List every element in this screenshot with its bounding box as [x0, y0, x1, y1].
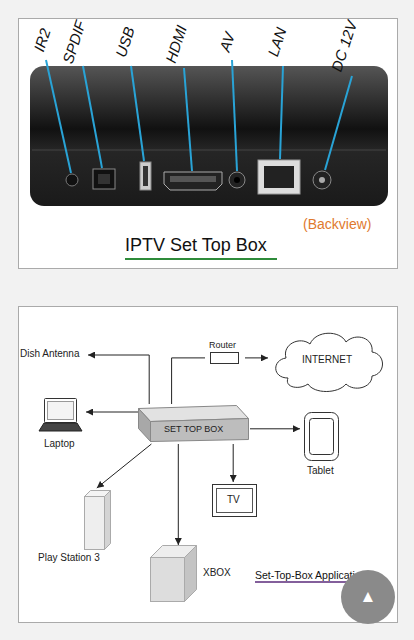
box-body — [30, 66, 388, 206]
av-port-inner — [234, 177, 240, 183]
ps3-front — [85, 497, 105, 550]
stb-side — [139, 409, 151, 442]
device-node: TV — [210, 482, 260, 520]
usb-port-inner — [143, 166, 148, 186]
destination-label-node: Dish Antenna — [20, 348, 88, 362]
device-node: Laptop — [36, 396, 86, 452]
hdmi-port-inner — [170, 176, 216, 182]
connector-arrow — [245, 357, 268, 358]
figure-title: IPTV Set Top Box — [125, 235, 267, 256]
node-text: Router — [209, 340, 236, 350]
lan-port-inner — [264, 166, 294, 188]
stb-front — [151, 419, 249, 442]
node-text: TV — [227, 494, 240, 506]
tablet-screen — [310, 419, 334, 455]
scroll-button — [341, 570, 395, 624]
tv-body — [213, 485, 257, 517]
laptop-base — [39, 423, 82, 431]
usb-port — [140, 162, 151, 190]
tablet-body — [305, 413, 339, 461]
node-text: XBOX — [203, 567, 231, 579]
spdif-port — [93, 169, 115, 189]
leader-line — [184, 68, 192, 171]
node-text: Play Station 3 — [38, 552, 100, 564]
cloud-node: INTERNET — [268, 326, 386, 396]
connector-arrow — [178, 444, 179, 545]
connector-arrow — [250, 428, 300, 429]
connector-arrow — [88, 355, 149, 404]
device-node: XBOX — [150, 545, 232, 603]
node-text: Laptop — [44, 438, 75, 450]
device-node: Tablet — [300, 410, 348, 478]
connector-arrow — [172, 358, 205, 404]
xbox-side — [185, 546, 197, 602]
node-text: INTERNET — [268, 354, 386, 366]
laptop-display — [48, 402, 74, 420]
leader-line — [131, 66, 144, 161]
node-text: SET TOP BOX — [164, 424, 223, 434]
box-edge — [32, 150, 386, 151]
router-box — [211, 353, 239, 364]
device-node: Play Station 3 — [36, 488, 114, 566]
view-note: (Backview) — [303, 216, 371, 232]
ir-port — [66, 174, 78, 186]
node-text: Dish Antenna — [20, 348, 80, 360]
hdmi-port — [164, 172, 222, 190]
leader-line — [46, 60, 71, 173]
leader-lines — [46, 60, 352, 173]
hub-node: SET TOP BOX — [138, 404, 250, 444]
leader-line — [280, 66, 283, 159]
av-port — [229, 172, 245, 188]
connector-arrow — [233, 444, 234, 482]
connector-arrow — [86, 412, 138, 413]
connector-arrow — [97, 444, 152, 488]
leader-line — [232, 60, 237, 171]
node-text: Tablet — [307, 465, 334, 477]
xbox-front — [151, 558, 185, 602]
leader-line — [325, 76, 352, 170]
title-underline — [125, 258, 277, 260]
dc-port-inner — [319, 177, 325, 183]
photo-panel — [19, 19, 398, 269]
lan-port — [258, 160, 300, 194]
leader-line — [83, 66, 102, 168]
tv-screen — [217, 489, 253, 513]
ps3-side — [105, 491, 111, 550]
router-node: Router — [205, 340, 245, 366]
laptop-screen — [45, 399, 77, 423]
dc-port — [313, 171, 331, 189]
spdif-port-inner — [98, 174, 110, 184]
diagram-panel — [19, 307, 398, 623]
scroll-arrow: ▲ — [360, 587, 377, 607]
